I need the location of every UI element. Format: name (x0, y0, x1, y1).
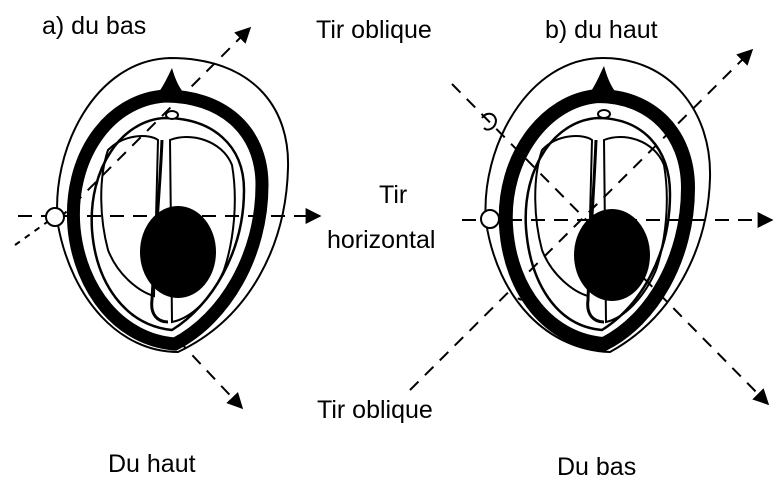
tir-oblique-bottom-label: Tir oblique (317, 398, 433, 423)
panel-b-label: b) du haut (545, 18, 658, 43)
panel-a-entry-tick (15, 220, 50, 245)
panel-a-label: a) du bas (42, 14, 146, 39)
panel-a-oblique-ray-lower (178, 340, 242, 408)
tir-horizontal-label-line1: Tir (379, 183, 407, 208)
panel-a-entry-point-marker (46, 208, 64, 226)
panel-b-tip-loop (598, 110, 610, 118)
panel-a-oblique-ray-upper (58, 28, 250, 220)
tir-horizontal-label-line2: horizontal (327, 228, 435, 253)
panel-b-bottom-caption: Du bas (557, 455, 636, 480)
panel-b-horizontal-entry-marker (481, 210, 499, 228)
panel-a-dark-mass (140, 206, 216, 298)
tir-oblique-top-label: Tir oblique (316, 18, 432, 43)
panel-a-egg (57, 58, 288, 352)
panel-a-bottom-caption: Du haut (108, 452, 196, 477)
panel-b-egg (485, 58, 710, 352)
panel-b-dark-mass (574, 209, 650, 301)
panel-a-tip-loop (166, 111, 178, 119)
